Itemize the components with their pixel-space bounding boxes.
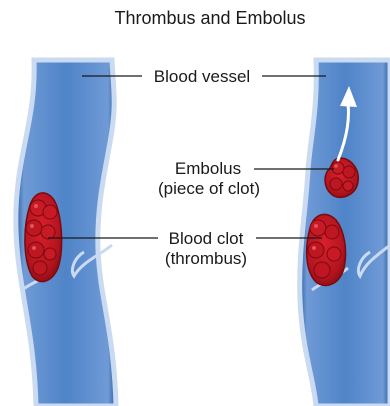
blood-vessel-label: Blood vessel bbox=[154, 67, 250, 86]
embolus-sublabel: (piece of clot) bbox=[158, 179, 260, 198]
embolus-label: Embolus bbox=[175, 159, 241, 178]
thrombus-clot bbox=[25, 193, 62, 282]
diagram-title: Thrombus and Embolus bbox=[114, 8, 305, 28]
blood-clot-label: Blood clot bbox=[169, 229, 244, 248]
thrombus-sublabel: (thrombus) bbox=[165, 249, 247, 268]
thrombus-clot-remaining bbox=[307, 214, 346, 285]
